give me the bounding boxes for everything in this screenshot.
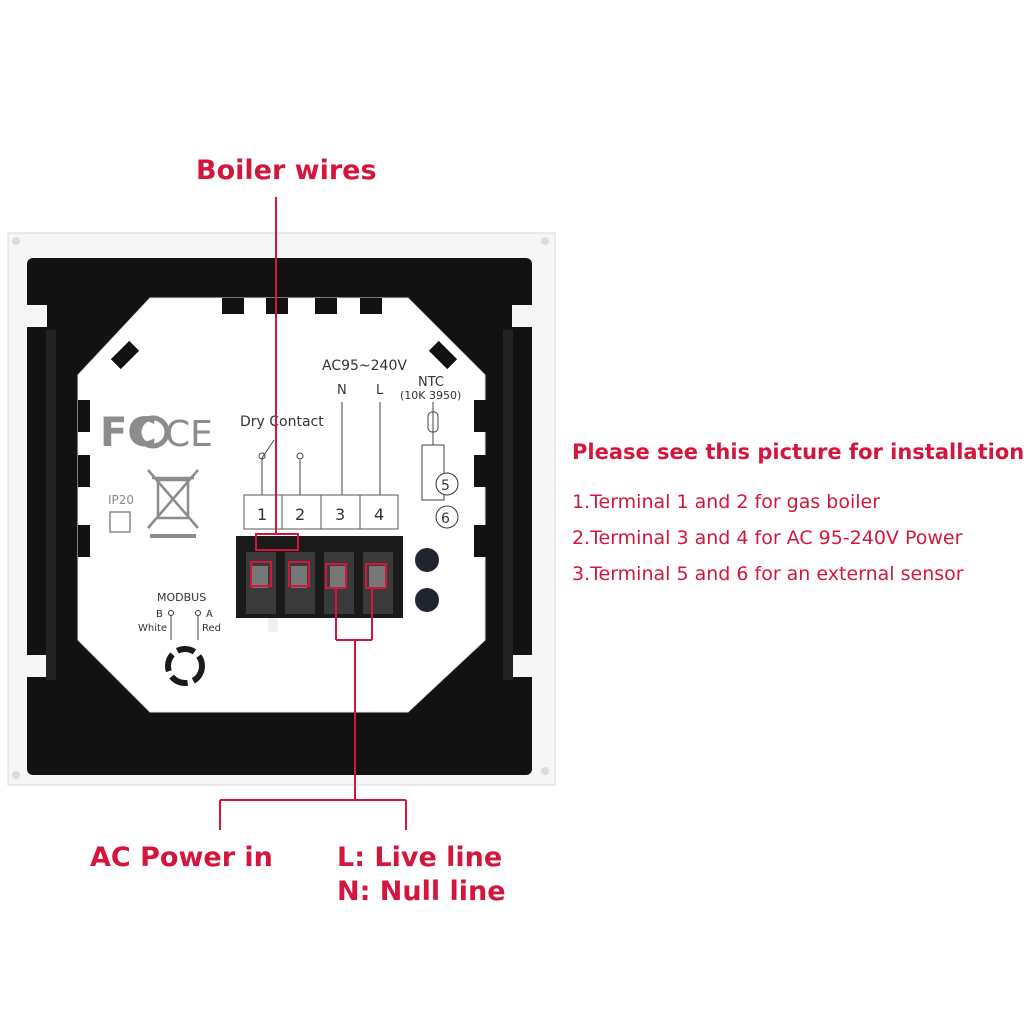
ip-square — [109, 511, 131, 533]
plate-notch — [27, 655, 47, 677]
frame-screw-bl — [12, 771, 20, 779]
ac-power-in-label: AC Power in — [90, 842, 273, 873]
modbus-white-label: White — [138, 623, 167, 634]
live-line-label: L: Live line — [337, 842, 503, 873]
ntc-label: NTC — [418, 375, 444, 390]
vent-slot — [474, 400, 486, 432]
ce-mark: CE — [165, 414, 213, 455]
modbus-red-label: Red — [202, 623, 221, 634]
vent-slot — [78, 400, 90, 432]
dry-contact-label: Dry Contact — [240, 414, 324, 430]
terminal-3-label: 3 — [335, 505, 345, 524]
terminal-5-circle — [435, 472, 459, 496]
l-label: L — [376, 383, 384, 398]
ntc-spec-label: (10K 3950) — [400, 389, 461, 402]
vent-slot — [222, 298, 244, 314]
boiler-terminal-2-box — [288, 561, 310, 587]
screw-terminals — [246, 552, 393, 614]
null-line-label: N: Null line — [337, 876, 506, 907]
callout-lines — [219, 197, 407, 830]
plate-notch — [512, 655, 532, 677]
plate-rail — [46, 330, 56, 680]
ip-rating: IP20 — [108, 493, 134, 507]
terminal-6-circle — [435, 505, 459, 529]
terminal-2-label: 2 — [295, 505, 305, 524]
vent-slot — [474, 525, 486, 557]
fcc-mark-c — [136, 415, 170, 449]
n-label: N — [337, 383, 347, 398]
sensor-screw-5 — [415, 548, 439, 572]
schematic-lines — [258, 402, 445, 501]
weee-bin-icon — [147, 469, 199, 538]
sensor-screw-6 — [415, 588, 439, 612]
voltage-label: AC95~240V — [322, 358, 407, 374]
instruction-line-3: 3.Terminal 5 and 6 for an external senso… — [572, 563, 964, 585]
vent-slot — [315, 298, 337, 314]
terminal-5-label: 5 — [441, 478, 450, 494]
modbus-b-dot — [168, 610, 174, 616]
vent-slot — [110, 340, 140, 370]
frame-screw-tr — [541, 237, 549, 245]
boiler-callout-bracket — [255, 533, 299, 551]
boiler-wires-label: Boiler wires — [196, 155, 377, 186]
vent-slot — [78, 455, 90, 487]
terminal-4-label: 4 — [374, 505, 384, 524]
vent-slot — [360, 298, 382, 314]
frame-screw-br — [541, 767, 549, 775]
housing-leg — [268, 618, 278, 632]
plate-notch — [512, 305, 532, 327]
installation-title: Please see this picture for installation… — [572, 440, 1024, 464]
vent-slot — [474, 455, 486, 487]
modbus-a-dot — [195, 610, 201, 616]
vent-slot — [428, 340, 458, 370]
vent-slot — [78, 525, 90, 557]
frame-screw-tl — [12, 237, 20, 245]
instruction-line-1: 1.Terminal 1 and 2 for gas boiler — [572, 491, 881, 513]
plate-rail — [503, 330, 513, 680]
boiler-terminal-1-box — [250, 561, 272, 587]
plate-notch — [27, 305, 47, 327]
modbus-a-label: A — [206, 609, 213, 620]
power-terminal-4-box — [365, 563, 387, 589]
terminal-1-label: 1 — [257, 505, 267, 524]
terminal-6-label: 6 — [441, 511, 450, 527]
modbus-b-label: B — [156, 609, 163, 620]
instruction-line-2: 2.Terminal 3 and 4 for AC 95-240V Power — [572, 527, 963, 549]
modbus-label: MODBUS — [157, 591, 206, 604]
modbus-port — [165, 646, 205, 686]
